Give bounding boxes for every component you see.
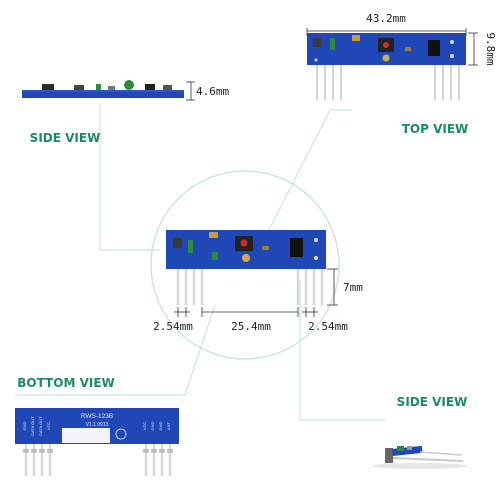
board-version: V1.1 0913 [86, 422, 109, 428]
side-view-right-label: SIDE VIEW [397, 395, 468, 409]
leader-top [264, 109, 352, 239]
leader-side-right [299, 280, 385, 421]
rohs-icon [115, 428, 127, 440]
pin-label: VCC [142, 422, 147, 431]
pin-label: DATA OUT [38, 416, 43, 436]
pin-span-dimension: 25.4mm [231, 320, 271, 333]
pitch-right-dimension: 2.54mm [308, 320, 348, 333]
pin-label: VCC [46, 422, 51, 431]
bottom-view-module: RWS-123B V1.1 0913 RoHS GND DATA OUT DAT… [15, 408, 179, 476]
bottom-view-label: BOTTOM VIEW [17, 376, 115, 390]
pin-label: ANT [166, 421, 171, 430]
pin-label: DATA OUT [30, 416, 35, 436]
thickness-dimension: 4.6mm [196, 85, 229, 98]
pin-label: GND [22, 421, 27, 430]
side-view-left-label: SIDE VIEW [30, 131, 101, 145]
width-dimension: 9.8mm [484, 32, 497, 65]
guide-circle [150, 170, 340, 360]
leader-side-left [99, 103, 160, 251]
pitch-left-dimension: 2.54mm [153, 320, 193, 333]
side-view-module: 4.6mm [22, 80, 229, 101]
top-view-module: 43.2mm 9.8mm [306, 12, 497, 100]
rohs-mark: RoHS [115, 443, 127, 448]
top-view-label: TOP VIEW [402, 122, 469, 136]
center-module: 7mm 2.54mm 25.4mm 2.54mm [153, 230, 363, 333]
model-number: RWS-123B [81, 413, 113, 420]
pin-label: GND [158, 421, 163, 430]
length-dimension: 43.2mm [366, 12, 406, 25]
pin-label: GND [150, 421, 155, 430]
leader-bottom [15, 304, 216, 396]
pin-length-dimension: 7mm [343, 281, 363, 294]
side-view-right-module [372, 445, 468, 469]
